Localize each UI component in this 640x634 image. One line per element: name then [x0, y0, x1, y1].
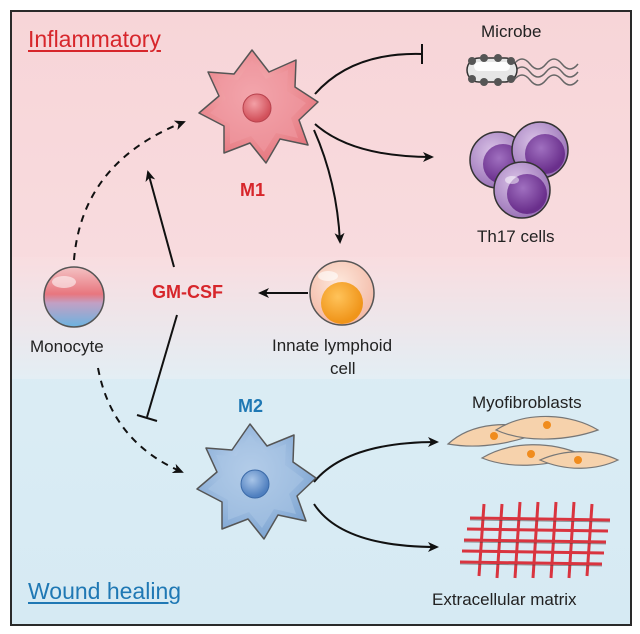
th17-cell-icon [469, 121, 569, 219]
diagram-svg [43, 44, 620, 579]
microbe-label: Microbe [481, 22, 542, 41]
diagram-frame: Inflammatory Wound healing Microbe Th17 … [10, 10, 632, 626]
m2-macrophage-icon [196, 423, 317, 540]
ilc-label-line1: Innate lymphoid [272, 336, 393, 355]
m2-to-myofibroblasts-arrow [313, 437, 439, 483]
monocyte-to-m1-dashed-arrow [73, 120, 186, 261]
monocyte-icon [43, 266, 105, 328]
microbe-icon [466, 54, 579, 86]
myofibroblasts-label: Myofibroblasts [472, 393, 582, 412]
ilc-label-line2: cell [330, 359, 356, 378]
ecm-label: Extracellular matrix [432, 590, 577, 609]
m1-label: M1 [240, 180, 266, 200]
myofibroblast-icon [446, 415, 620, 469]
m1-inhibits-microbe-arrow [314, 52, 423, 95]
monocyte-to-m2-dashed-arrow [97, 367, 184, 474]
m2-to-ecm-arrow [313, 503, 439, 552]
m2-inhibition-bar [136, 414, 158, 422]
inflammatory-section-title: Inflammatory [28, 26, 161, 52]
gmcsf-inhibits-m2-line [146, 314, 178, 418]
gmcsf-label: GM-CSF [152, 282, 223, 302]
th17-label: Th17 cells [477, 227, 555, 246]
innate-lymphoid-cell-icon [309, 260, 375, 326]
gmcsf-to-m1-arrow [145, 170, 175, 268]
monocyte-label: Monocyte [30, 337, 104, 356]
wound-healing-section-title: Wound healing [28, 578, 182, 604]
m1-to-th17-arrow [314, 123, 434, 162]
m2-label: M2 [238, 396, 264, 416]
extracellular-matrix-icon [459, 501, 611, 579]
m1-to-ilc-arrow [313, 129, 345, 244]
m1-macrophage-icon [198, 49, 319, 164]
